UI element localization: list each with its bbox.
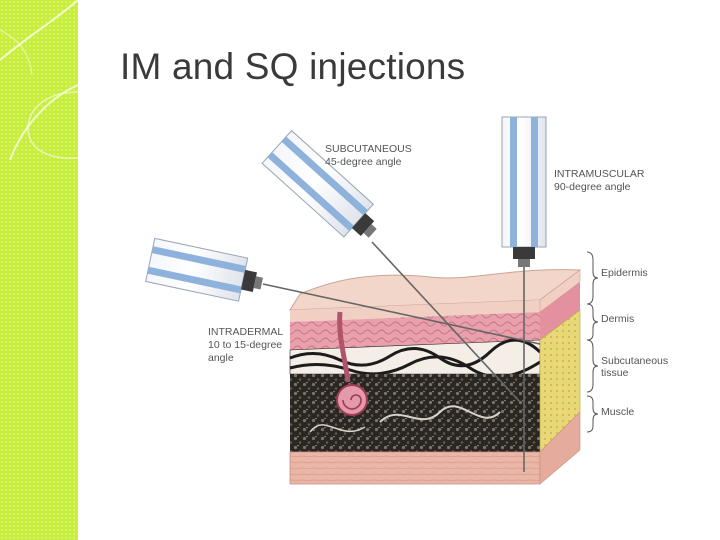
muscle-label: Muscle: [601, 406, 634, 418]
subcutaneous-tissue-label: Subcutaneous: [601, 355, 668, 367]
intramuscular-syringe: [501, 116, 547, 267]
subcutaneous-tissue-label-2: tissue: [601, 367, 629, 379]
intradermal-angle-label-2: angle: [208, 352, 234, 364]
intramuscular-label: INTRAMUSCULAR: [554, 168, 645, 180]
intradermal-angle-label: 10 to 15-degree: [208, 339, 282, 351]
epidermis-top: [289, 269, 582, 311]
skin-block: [289, 269, 582, 485]
intradermal-syringe: [145, 237, 263, 302]
epidermis-label: Epidermis: [601, 267, 648, 279]
subcutaneous-layer: [290, 374, 540, 452]
dermis-label: Dermis: [601, 313, 634, 325]
slide-title: IM and SQ injections: [120, 46, 466, 87]
intramuscular-angle-label: 90-degree angle: [554, 181, 631, 193]
muscle-layer: [289, 451, 541, 485]
subcutaneous-label: SUBCUTANEOUS: [325, 143, 412, 155]
intradermal-needle: [262, 283, 541, 345]
layer-brackets: [586, 251, 599, 433]
block-side-muscle: [539, 411, 581, 485]
block-side-dermis: [540, 282, 580, 340]
subcutaneous-syringe: [261, 129, 377, 238]
subcutaneous-needle: [371, 241, 521, 403]
dermis-layer: [290, 312, 540, 350]
intradermal-label: INTRADERMAL: [208, 326, 283, 338]
sweat-gland: [336, 384, 368, 416]
epidermis-layer: [290, 300, 540, 322]
decorative-sidebar: [0, 0, 78, 540]
subcutaneous-angle-label: 45-degree angle: [325, 156, 402, 168]
injection-diagram: SUBCUTANEOUS 45-degree angle INTRAMUSCUL…: [145, 116, 668, 485]
sidebar-curves: [0, 0, 78, 161]
